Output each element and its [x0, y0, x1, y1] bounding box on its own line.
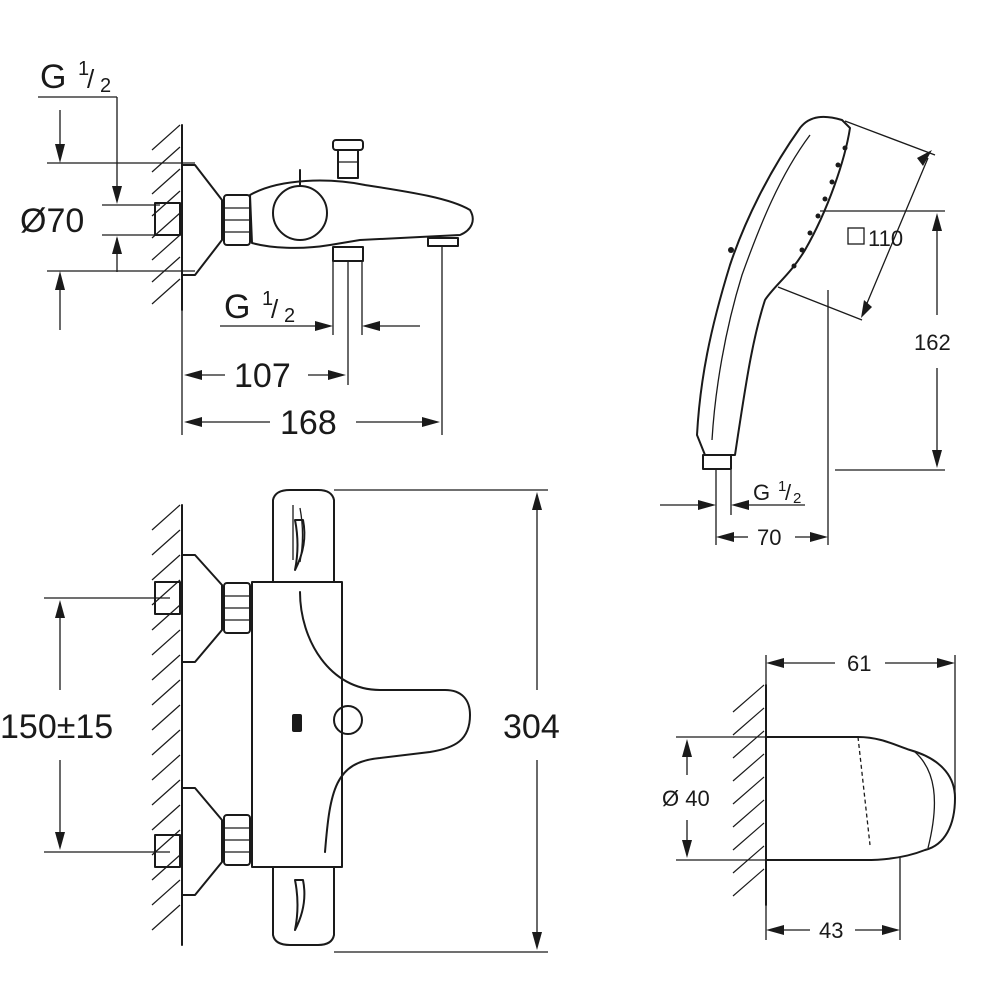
bottom-escutcheon — [182, 787, 223, 896]
spout-front — [299, 591, 471, 853]
hand-shower-outline — [696, 115, 851, 456]
front-view-mixer: 150±15 304 — [0, 489, 560, 953]
thread-label-outlet-den: 2 — [284, 305, 295, 327]
thermostat-body — [251, 581, 343, 868]
wall-hatch — [151, 124, 181, 305]
dia-40-label: Ø 40 — [662, 786, 710, 811]
escutcheon — [182, 164, 223, 276]
hand-shower-connector — [702, 454, 732, 470]
square-110-label: 110 — [868, 226, 903, 251]
thread-label-top-den: 2 — [100, 75, 111, 97]
thread-label-top-num: 1 — [78, 58, 89, 80]
side-view-mixer: G 1 / 2 Ø70 G 1 / 2 107 — [20, 58, 474, 442]
wall-holder-view: 61 Ø 40 43 — [662, 651, 956, 943]
temperature-handle — [272, 185, 328, 241]
thread-label-hand-sep: / — [785, 480, 792, 505]
bottom-handle — [272, 866, 335, 946]
holder-wall-hatch — [732, 684, 765, 897]
dim-150-label: 150±15 — [0, 708, 113, 746]
thread-label-top-sep: / — [87, 64, 95, 94]
dim-107-label: 107 — [234, 357, 291, 395]
inlet-stub — [154, 202, 181, 236]
thread-label-outlet-num: 1 — [262, 288, 273, 310]
diverter-knob — [332, 139, 364, 179]
diverter-front — [333, 705, 363, 735]
dia-70-label: Ø70 — [20, 202, 84, 240]
dim-70-hand-label: 70 — [757, 525, 781, 550]
dim-168-label: 168 — [280, 404, 337, 442]
top-escutcheon — [182, 554, 223, 663]
dim-162-label: 162 — [914, 330, 951, 355]
thread-label-top-g: G — [40, 58, 66, 96]
top-handle — [272, 489, 335, 583]
thread-label-outlet-sep: / — [271, 294, 279, 324]
spout-aerator — [427, 237, 459, 247]
bottom-inlet-stub — [154, 834, 181, 868]
dim-43-label: 43 — [819, 918, 843, 943]
thread-label-hand-num: 1 — [778, 478, 786, 495]
thread-label-hand-g: G — [753, 480, 770, 505]
thread-label-outlet-g: G — [224, 288, 250, 326]
holder-inner-line — [857, 736, 871, 846]
dim-61-label: 61 — [847, 651, 871, 676]
nozzle-dots — [791, 145, 848, 269]
thread-label-hand-den: 2 — [793, 490, 801, 507]
mixer-body-spout — [249, 179, 474, 249]
holder-outline — [765, 736, 956, 861]
hand-shower-view: 110 162 G 1 / 2 70 — [660, 115, 951, 550]
dim-304-label: 304 — [503, 708, 560, 746]
bottom-outlet — [332, 246, 364, 385]
